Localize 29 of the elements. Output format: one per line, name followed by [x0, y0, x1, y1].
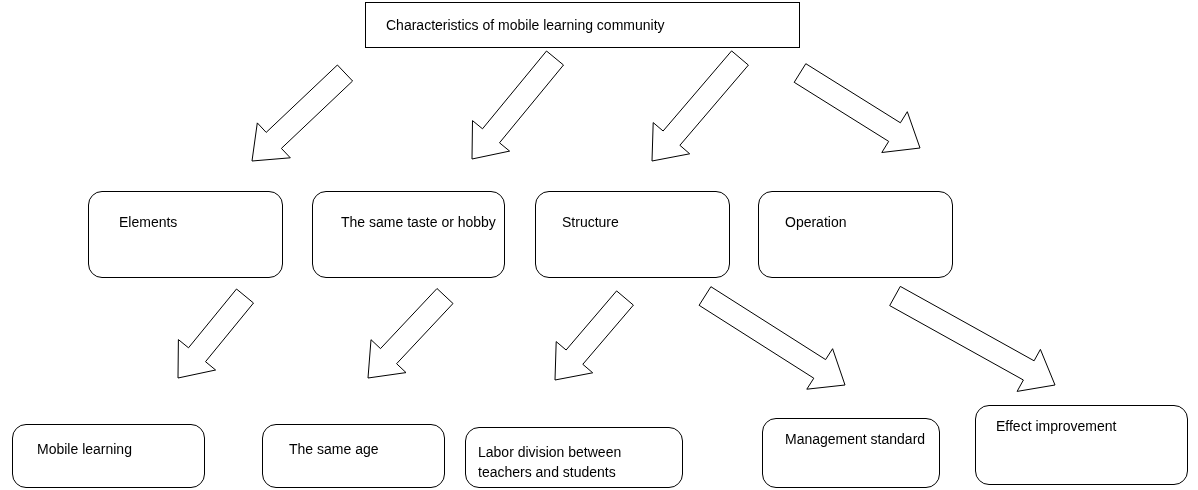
node-label: The same taste or hobby	[341, 213, 496, 232]
rounded-box	[535, 191, 730, 278]
rounded-box	[88, 191, 283, 278]
node-label: Effect improvement	[996, 417, 1118, 436]
node-label: Elements	[119, 213, 179, 232]
node-label: Operation	[785, 213, 848, 232]
node-label: Mobile learning	[37, 440, 133, 459]
rounded-box	[975, 405, 1188, 485]
rounded-box	[465, 427, 683, 488]
rounded-box	[12, 424, 205, 488]
block-arrow	[793, 63, 921, 153]
node-label: Labor division between teachers and students	[478, 443, 623, 482]
block-arrow	[889, 285, 1056, 392]
block-arrow	[651, 50, 749, 162]
node-label: The same age	[289, 440, 380, 459]
title-box	[365, 2, 800, 48]
node-label: Characteristics of mobile learning community	[386, 16, 666, 35]
rounded-box	[762, 418, 940, 488]
node-label: Structure	[562, 213, 620, 232]
rounded-box	[758, 191, 953, 278]
block-arrow	[554, 290, 634, 381]
block-arrow	[251, 64, 354, 162]
node-label: Management standard	[785, 430, 927, 449]
block-arrow	[177, 288, 254, 379]
rounded-box	[312, 191, 505, 278]
block-arrow	[471, 50, 564, 160]
block-arrow	[698, 286, 846, 390]
block-arrow	[367, 288, 454, 379]
rounded-box	[262, 424, 445, 488]
